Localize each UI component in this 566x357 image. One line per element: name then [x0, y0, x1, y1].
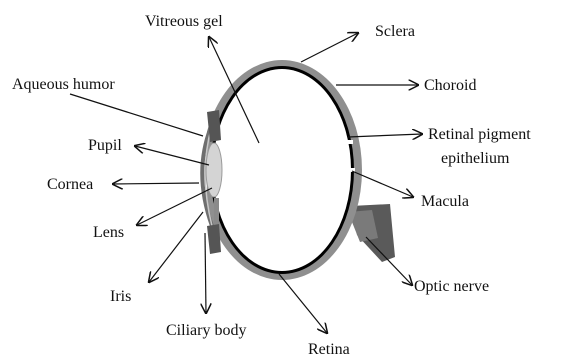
ciliary-body-pointer: [205, 233, 206, 313]
cornea-pointer: [113, 183, 199, 184]
macula-label: Macula: [421, 193, 469, 210]
aqueous-humor-pointer: [70, 94, 203, 136]
iris-lower: [207, 224, 221, 254]
optic-nerve-label: Optic nerve: [414, 278, 489, 295]
vitreous-gel-label: Vitreous gel: [145, 13, 223, 30]
iris-pointer: [149, 212, 203, 282]
retina-pointer: [279, 274, 327, 333]
sclera-pointer: [301, 33, 358, 62]
cornea-label: Cornea: [47, 176, 93, 193]
sclera-label: Sclera: [375, 23, 415, 40]
vitreous-chamber: [213, 69, 351, 271]
retina-label: Retina: [308, 341, 350, 357]
retinal-pigment-label-line2: epithelium: [441, 150, 510, 167]
aqueous-humor-label: Aqueous humor: [12, 76, 115, 93]
eye-globe: [202, 60, 362, 280]
ciliary-body-label: Ciliary body: [166, 322, 246, 339]
lens-pointer: [137, 188, 212, 225]
choroid-label: Choroid: [424, 77, 476, 94]
lens-label: Lens: [93, 224, 124, 241]
iris-label: Iris: [110, 288, 131, 305]
lens-shape: [206, 143, 222, 197]
pupil-pointer: [135, 146, 209, 165]
retinal-pigment-pointer: [348, 134, 422, 137]
retinal-pigment-label: Retinal pigment: [428, 126, 531, 143]
pupil-label: Pupil: [88, 137, 122, 154]
